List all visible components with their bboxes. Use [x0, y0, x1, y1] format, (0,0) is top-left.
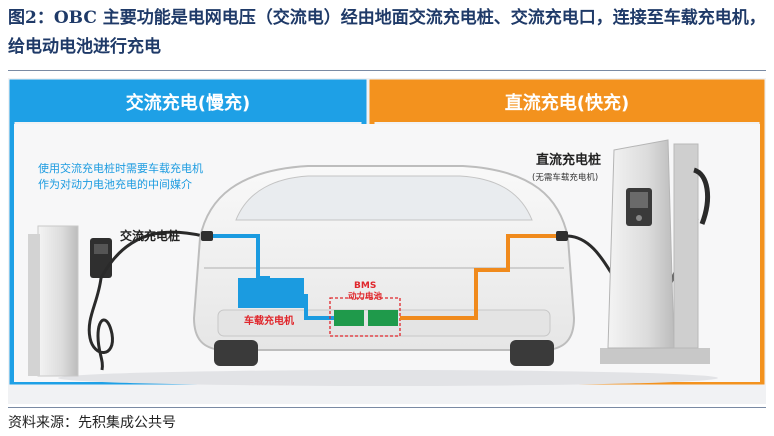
dc-pile-sublabel: (无需车载充电机) [532, 172, 598, 183]
title-divider [8, 70, 766, 71]
note-line1: 使用交流充电桩时需要车载充电机 [38, 161, 203, 175]
ac-wall-post-side [28, 234, 40, 376]
obc-box [238, 278, 304, 308]
dc-pile-screen [630, 192, 648, 208]
dc-pile-body [608, 140, 674, 348]
ac-wall-post [38, 226, 78, 376]
figure-source: 资料来源：先积集成公共号 [8, 412, 176, 432]
dc-pile-base [600, 348, 710, 364]
battery-label: 动力电池 [348, 291, 383, 302]
ac-banner-label: 交流充电(慢充) [126, 92, 250, 114]
car-rear-window [236, 176, 532, 220]
source-divider [8, 407, 766, 408]
dc-pile-side [674, 144, 698, 348]
figure-title: 图2：OBC 主要功能是电网电压（交流电）经由地面交流充电桩、交流充电口，连接至… [8, 4, 766, 62]
ground-shadow [58, 370, 718, 386]
dc-pile-label: 直流充电桩 [536, 152, 601, 168]
bms-label: BMS [354, 281, 376, 291]
dc-pile-button [636, 215, 642, 221]
charging-diagram: 交流充电(慢充) 直流充电(快充) 使用交流充电桩时需要车载充电机 作为对动力电… [8, 78, 766, 404]
obc-label: 车载充电机 [244, 314, 294, 327]
note-line2: 作为对动力电池充电的中间媒介 [38, 177, 192, 191]
battery-cell-left [334, 310, 364, 326]
car-left-wheel [214, 340, 258, 366]
ac-pile-label: 交流充电桩 [120, 228, 180, 243]
dc-inlet [556, 231, 568, 241]
ac-charger-screen [94, 244, 108, 254]
car-right-wheel [510, 340, 554, 366]
ac-inlet [201, 231, 213, 241]
dc-banner-label: 直流充电(快充) [505, 92, 629, 114]
battery-cell-right [368, 310, 398, 326]
